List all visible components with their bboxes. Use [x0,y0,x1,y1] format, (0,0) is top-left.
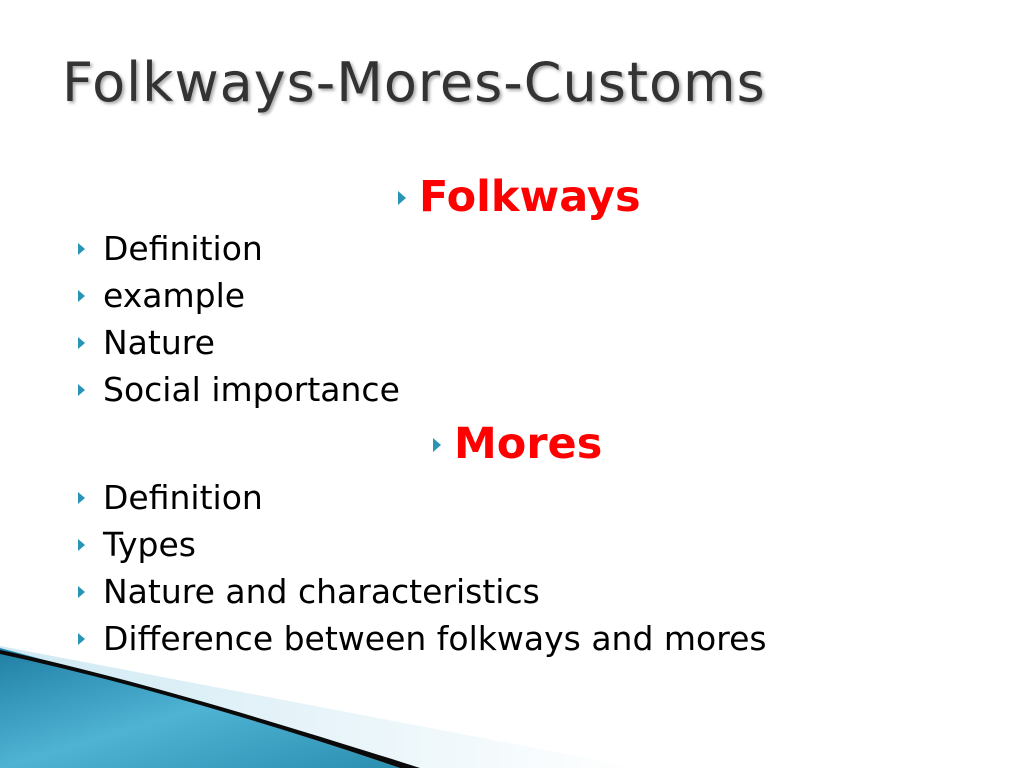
triangle-bullet-icon [433,437,441,452]
triangle-bullet-icon [78,289,85,302]
list-item: Social importance [78,366,400,413]
list-item: Definition [78,225,400,272]
list-item-text: Types [103,525,196,564]
list-item: example [78,272,400,319]
list-item: Types [78,521,767,568]
triangle-bullet-icon [78,491,85,504]
list-item-text: Definition [103,478,263,517]
list-item-text: Definition [103,229,263,268]
section-heading-folkways: Folkways [398,176,641,219]
triangle-bullet-icon [398,190,406,205]
triangle-bullet-icon [78,538,85,551]
triangle-bullet-icon [78,336,85,349]
triangle-bullet-icon [78,632,85,645]
list-item: Nature [78,319,400,366]
section-heading-mores: Mores [433,423,602,466]
decor-blue-band [0,648,400,768]
slide-title: Folkways-Mores-Customs [62,51,766,114]
triangle-bullet-icon [78,242,85,255]
list-item-text: Nature and characteristics [103,572,540,611]
section-items-folkways: Definition example Nature Social importa… [78,225,400,413]
list-item-text: Nature [103,323,215,362]
section-heading-text: Mores [454,419,603,469]
list-item: Definition [78,474,767,521]
section-heading-text: Folkways [419,172,641,222]
triangle-bullet-icon [78,585,85,598]
section-items-mores: Definition Types Nature and characterist… [78,474,767,662]
list-item-text: example [103,276,246,315]
list-item: Difference between folkways and mores [78,615,767,662]
decorative-swoosh [0,646,640,768]
decor-dark-stripe [0,650,420,768]
list-item-text: Social importance [103,370,400,409]
list-item-text: Difference between folkways and mores [103,619,767,658]
list-item: Nature and characteristics [78,568,767,615]
triangle-bullet-icon [78,383,85,396]
